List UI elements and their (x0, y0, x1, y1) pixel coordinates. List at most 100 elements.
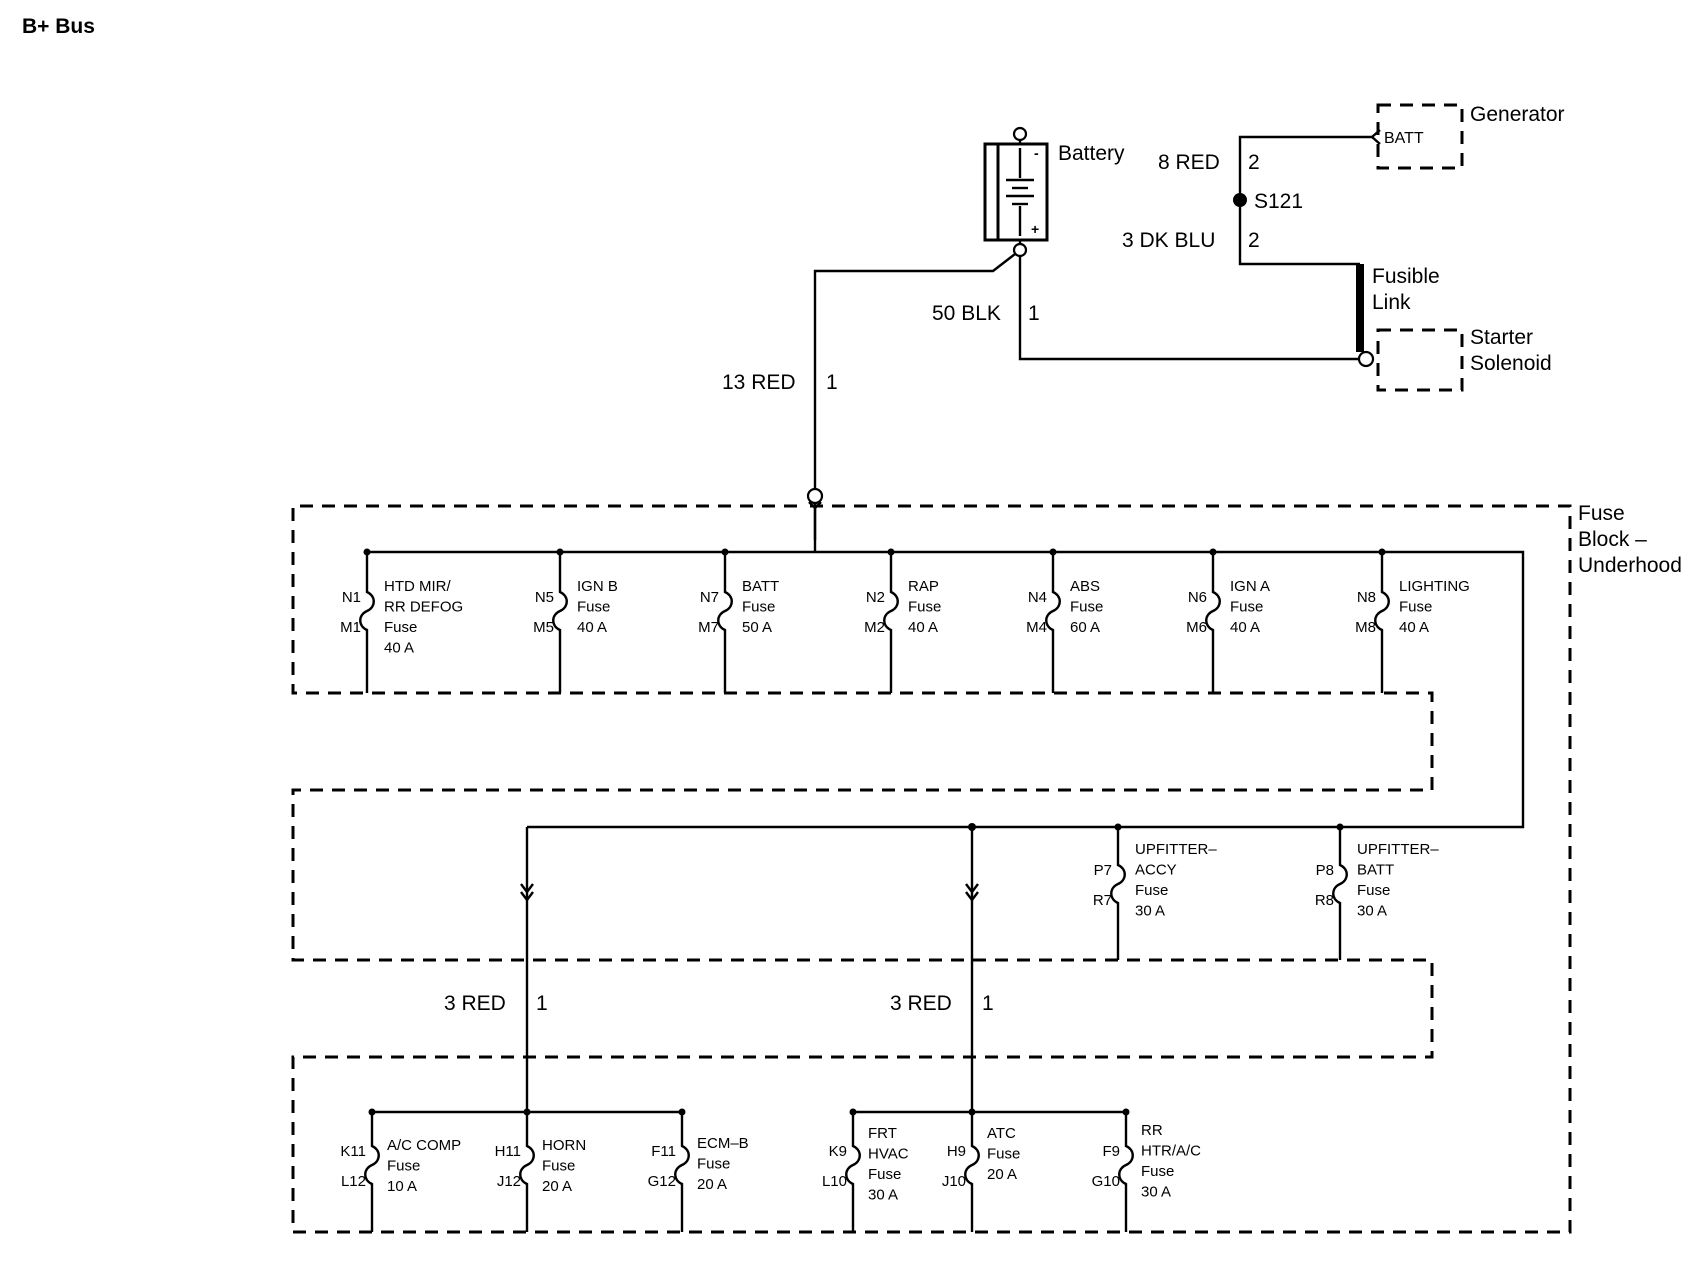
fuse-label-line: Fuse (1070, 599, 1103, 616)
fuse-label-line: RR (1141, 1122, 1163, 1139)
fuse-label-line: 30 A (1357, 903, 1387, 920)
fuse-symbol (717, 552, 733, 693)
fuse-label-line: 20 A (542, 1178, 572, 1195)
fuse-label-line: IGN A (1230, 578, 1270, 595)
fuse-symbol (1205, 552, 1221, 693)
fuse-terminal-top: N4 (1028, 589, 1047, 606)
fuse-label-line: Fuse (1135, 882, 1168, 899)
fuse-label-line: 30 A (1135, 903, 1165, 920)
fuse-label-line: Fuse (742, 599, 775, 616)
fuse-terminal-bottom: M8 (1355, 619, 1376, 636)
fuse-label-line: A/C COMP (387, 1137, 461, 1154)
connector-chevron-a-2 (520, 891, 534, 902)
fuse-terminal-top: P8 (1316, 862, 1334, 879)
fuse-label-line: 40 A (1230, 619, 1260, 636)
fuse-terminal-bottom: G10 (1092, 1173, 1120, 1190)
fuse-label-line: 40 A (577, 619, 607, 636)
fuse-label-line: HVAC (868, 1146, 909, 1163)
fuse-label-line: HTR/A/C (1141, 1143, 1201, 1160)
fuse-block-label-2: Block – (1578, 528, 1647, 551)
fuse-terminal-top: N6 (1188, 589, 1207, 606)
fuse-label-line: Fuse (1357, 882, 1390, 899)
wire-3-red-b-pin: 1 (982, 992, 994, 1015)
battery: - + Battery (983, 126, 1125, 258)
fuse-terminal-bottom: R7 (1093, 892, 1112, 909)
fuse-block-outline (291, 504, 1572, 1234)
generator-batt-connector (1370, 129, 1381, 145)
fuse-label-line: ATC (987, 1125, 1016, 1142)
fuse-label-line: RR DEFOG (384, 599, 463, 616)
generator-housing (1376, 103, 1464, 170)
fuse-label-line: ACCY (1135, 862, 1177, 879)
fuse-terminal-bottom: R8 (1315, 892, 1334, 909)
fuse-symbol (519, 1112, 535, 1232)
fuse-symbol (364, 1112, 380, 1232)
fuse-label-line: ABS (1070, 578, 1100, 595)
fuse-label-line: BATT (742, 578, 779, 595)
fuse-terminal-top: P7 (1094, 862, 1112, 879)
fuse-label-line: LIGHTING (1399, 578, 1470, 595)
fuse-label-line: Fuse (868, 1166, 901, 1183)
wire-13-red-pin: 1 (826, 371, 838, 394)
battery-negative-mark: - (1034, 145, 1039, 161)
battery-positive-terminal (1012, 242, 1028, 258)
wire-8-red-label: 8 RED (1158, 151, 1220, 174)
battery-body (983, 142, 1049, 242)
fuse-label-line: RAP (908, 578, 939, 595)
fuse-terminal-bottom: M4 (1026, 619, 1047, 636)
fuse-label-line: 30 A (1141, 1184, 1171, 1201)
fuse-symbol (674, 1112, 690, 1232)
fuse-label-line: ECM–B (697, 1135, 749, 1152)
starter-label-1: Starter (1470, 326, 1533, 349)
fuse-terminal-top: K9 (829, 1143, 847, 1160)
fuse-symbol (845, 1112, 861, 1232)
fuse-block-label-1: Fuse (1578, 502, 1625, 525)
starter-solenoid: Starter Solenoid (1357, 326, 1552, 392)
splice-s121-label: S121 (1254, 190, 1303, 213)
fuse-terminal-top: N1 (342, 589, 361, 606)
wire-3-red-b-label: 3 RED (890, 992, 952, 1015)
generator-label: Generator (1470, 103, 1565, 126)
fuse-terminal-top: N8 (1357, 589, 1376, 606)
fuse-terminal-bottom: M1 (340, 619, 361, 636)
diagram-title: B+ Bus (22, 15, 95, 38)
wire-13-red-label: 13 RED (722, 371, 796, 394)
fuse-terminal-top: H11 (495, 1143, 521, 1160)
fuse-terminal-top: N2 (866, 589, 885, 606)
fuse-label-line: Fuse (697, 1156, 730, 1173)
splice-s121-dot (1233, 193, 1247, 207)
fuse-terminal-top: H9 (947, 1143, 966, 1160)
bus-bar-main (367, 550, 1525, 829)
fuse-terminal-bottom: M7 (698, 619, 719, 636)
fuse-label-line: Fuse (542, 1158, 575, 1175)
fuse-label-line: 50 A (742, 619, 772, 636)
fuse-label-line: Fuse (1141, 1163, 1174, 1180)
fuse-symbol (964, 1112, 980, 1232)
fuse-label-line: 40 A (908, 619, 938, 636)
fuse-label-line: HORN (542, 1137, 586, 1154)
fuse-symbol (359, 552, 375, 693)
fuse-block-label-3: Underhood (1578, 554, 1682, 577)
starter-label-2: Solenoid (1470, 352, 1552, 375)
fuse-label-line: 10 A (387, 1178, 417, 1195)
fuse-label-line: HTD MIR/ (384, 578, 451, 595)
fuse-terminal-top: F11 (651, 1143, 676, 1160)
fusible-link-label-2: Link (1372, 291, 1411, 314)
battery-positive-mark: + (1031, 221, 1039, 237)
fuse-terminal-bottom: J10 (942, 1173, 966, 1190)
fuse-terminal-top: F9 (1102, 1143, 1120, 1160)
wire-3-dk-blu-pin: 2 (1248, 229, 1260, 252)
fuse-label-line: Fuse (384, 619, 417, 636)
